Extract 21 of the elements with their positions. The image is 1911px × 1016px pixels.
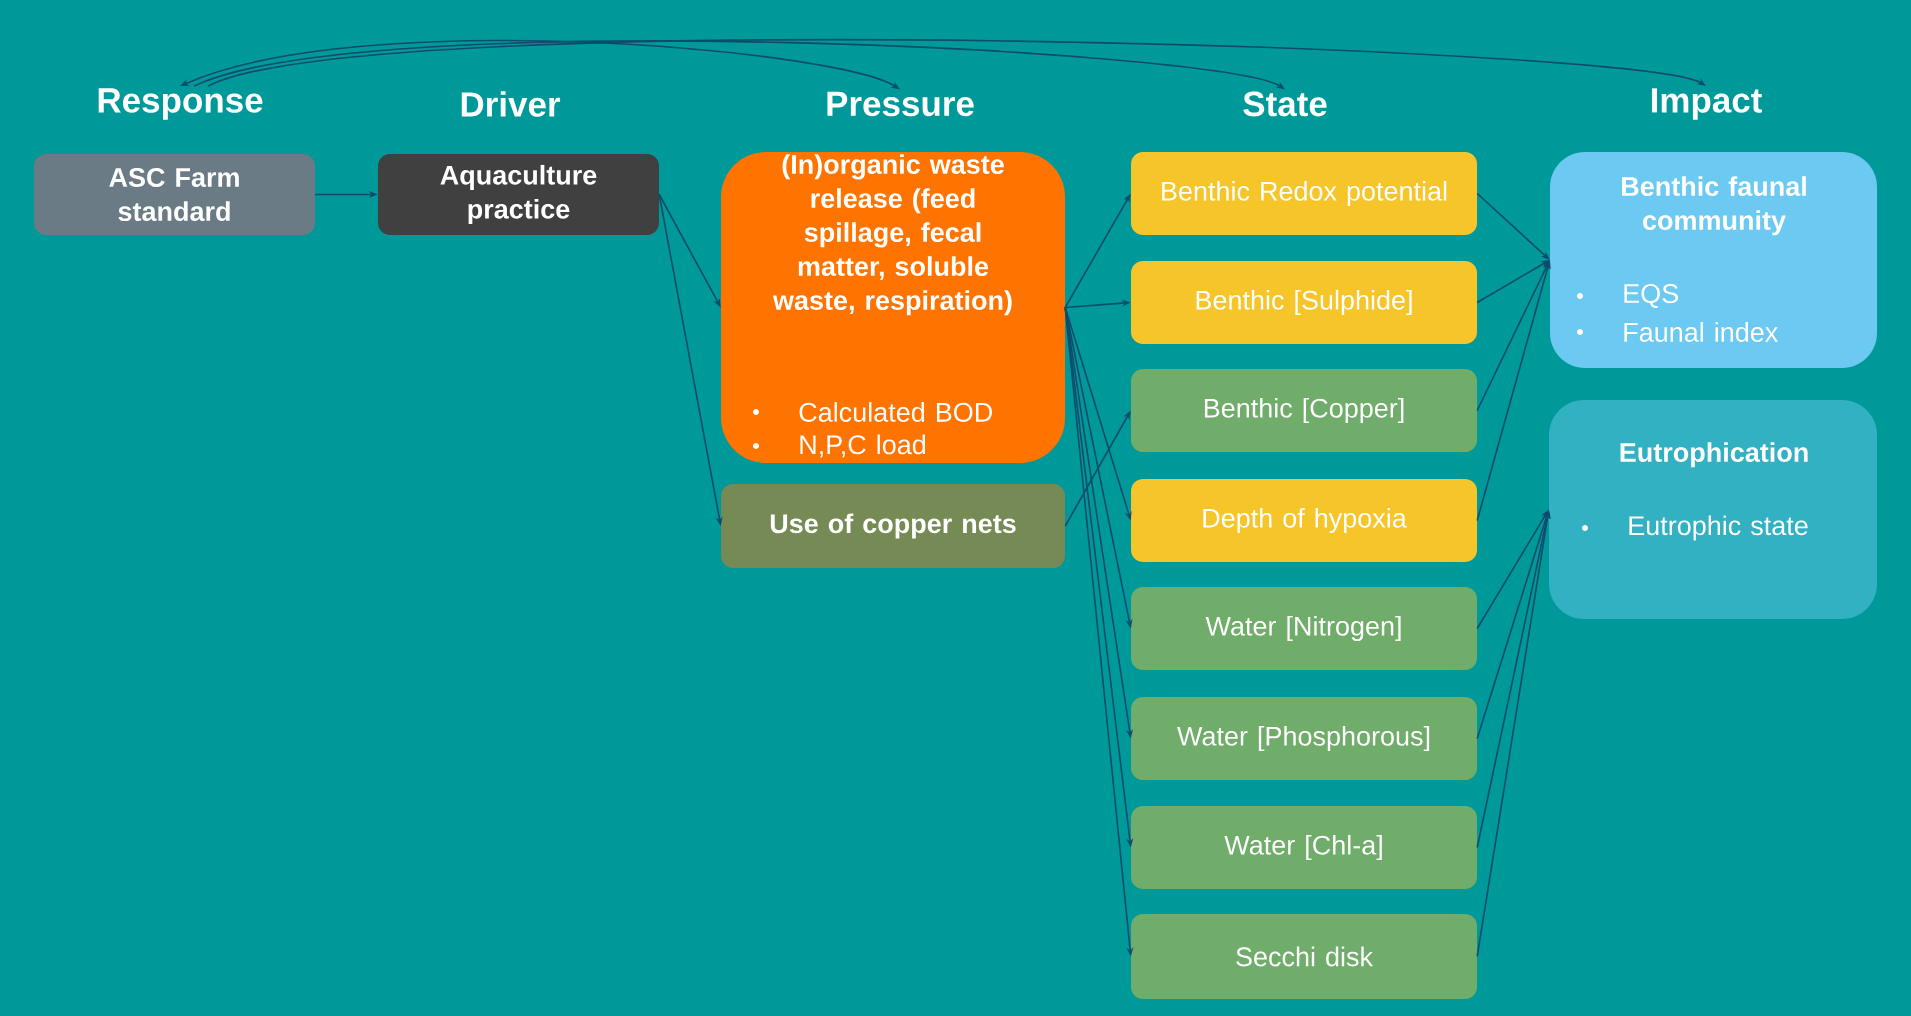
arrow	[1476, 192, 1550, 260]
process-box: Benthic [Sulphide]	[1131, 261, 1477, 344]
column-heading: Impact	[1651, 88, 1762, 120]
process-box: Aquaculture practice	[378, 154, 659, 235]
process-box: Eutrophication Eutrophic state	[1549, 400, 1877, 619]
process-box: Water [Phosphorous]	[1131, 697, 1477, 780]
process-box: Benthic [Copper]	[1131, 369, 1477, 452]
column-heading: Response	[98, 88, 263, 120]
column-heading: Driver	[461, 91, 561, 117]
process-box: Depth of hypoxia	[1131, 479, 1477, 562]
process-box: Water [Chl-a]	[1131, 806, 1477, 889]
process-box: ASC Farm standard	[34, 154, 315, 235]
arrow	[207, 38, 1706, 87]
process-box: Benthic Redox potential	[1131, 152, 1477, 235]
process-box: (In)organic waste release (feed spillage, fecal matter, soluble waste, respiration) Calculated BOD N,P,C load	[721, 152, 1065, 463]
column-heading: State	[1243, 91, 1327, 117]
process-box: Benthic faunal community EQS Faunal index	[1550, 152, 1877, 368]
process-box: Water [Nitrogen]	[1131, 587, 1477, 670]
column-heading: Pressure	[827, 91, 974, 117]
process-box: Use of copper nets	[721, 484, 1065, 568]
process-box: Secchi disk	[1131, 914, 1477, 999]
